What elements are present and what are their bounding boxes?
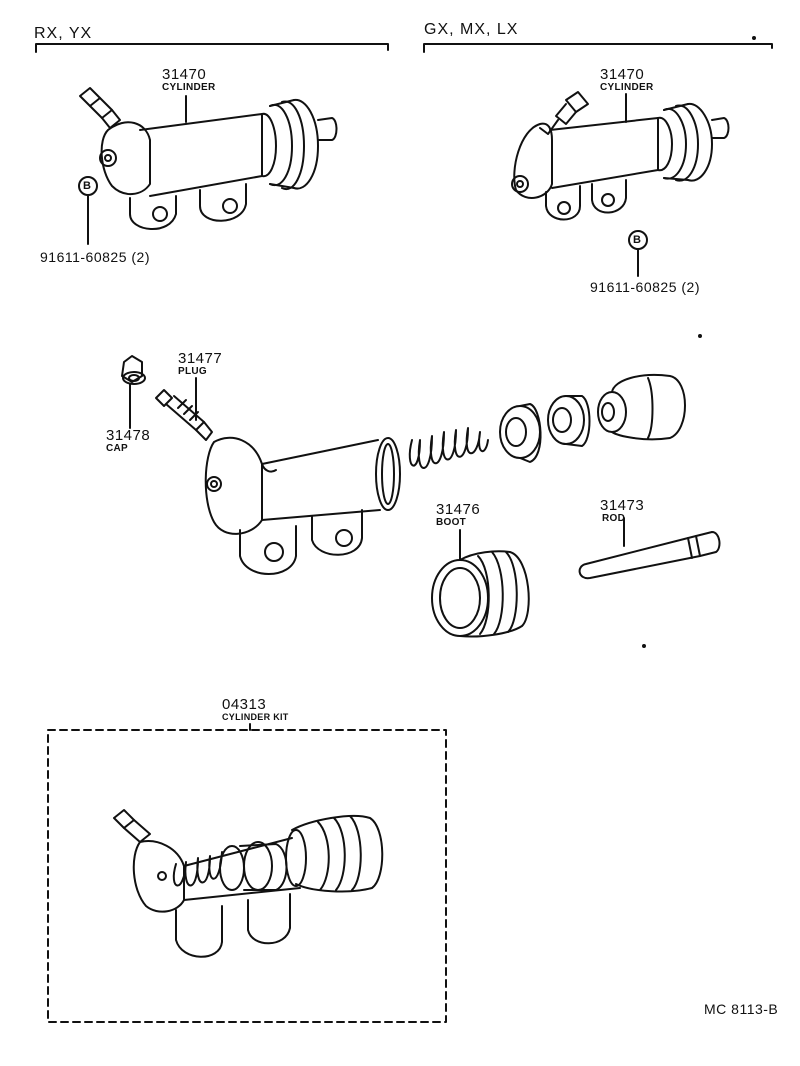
- cylinder-housing-drawing[interactable]: [204, 436, 401, 575]
- bolt-right-symbol: B: [633, 234, 642, 246]
- boot-part-no[interactable]: 31476: [436, 501, 481, 518]
- cylinder-left-drawing[interactable]: [79, 87, 338, 230]
- kit-contents-drawing[interactable]: [113, 809, 384, 958]
- bolt-right-symbol-circle: [628, 230, 648, 250]
- header-bracket-right: [423, 43, 773, 53]
- diagram-code: MC 8113-B: [704, 1001, 779, 1017]
- boot-drawing[interactable]: [431, 550, 530, 638]
- piston-drawing[interactable]: [547, 395, 591, 447]
- cap-name: CAP: [106, 443, 129, 454]
- header-left: RX, YX: [34, 25, 93, 42]
- bolt-left-symbol: B: [83, 180, 92, 192]
- bolt-left-symbol-circle: [78, 176, 98, 196]
- cylinder-right-drawing[interactable]: [511, 91, 730, 221]
- piston-cup-drawing[interactable]: [499, 403, 542, 463]
- piston-assembly-drawing[interactable]: [597, 374, 686, 441]
- plug-part-no[interactable]: 31477: [178, 350, 223, 367]
- cap-drawing[interactable]: [121, 355, 146, 385]
- rod-part-no[interactable]: 31473: [600, 497, 645, 514]
- bolt-left-part-no[interactable]: 91611-60825 (2): [40, 249, 150, 265]
- bolt-right-part-no[interactable]: 91611-60825 (2): [590, 279, 700, 295]
- cylinder-right-name: CYLINDER: [600, 82, 654, 93]
- kit-dashed-frame: [47, 729, 447, 1023]
- rod-name: ROD: [602, 513, 626, 524]
- boot-name: BOOT: [436, 517, 467, 528]
- cap-part-no[interactable]: 31478: [106, 427, 151, 444]
- kit-name: CYLINDER KIT: [222, 712, 289, 722]
- header-bracket-left: [35, 43, 389, 53]
- plug-drawing[interactable]: [155, 389, 213, 441]
- spring-drawing[interactable]: [408, 427, 489, 469]
- cylinder-left-name: CYLINDER: [162, 82, 216, 93]
- rod-drawing[interactable]: [578, 531, 721, 580]
- kit-part-no[interactable]: 04313: [222, 696, 267, 713]
- cylinder-right-part-no[interactable]: 31470: [600, 66, 645, 83]
- plug-name: PLUG: [178, 366, 207, 377]
- header-right: GX, MX, LX: [424, 21, 519, 38]
- cylinder-left-part-no[interactable]: 31470: [162, 66, 207, 83]
